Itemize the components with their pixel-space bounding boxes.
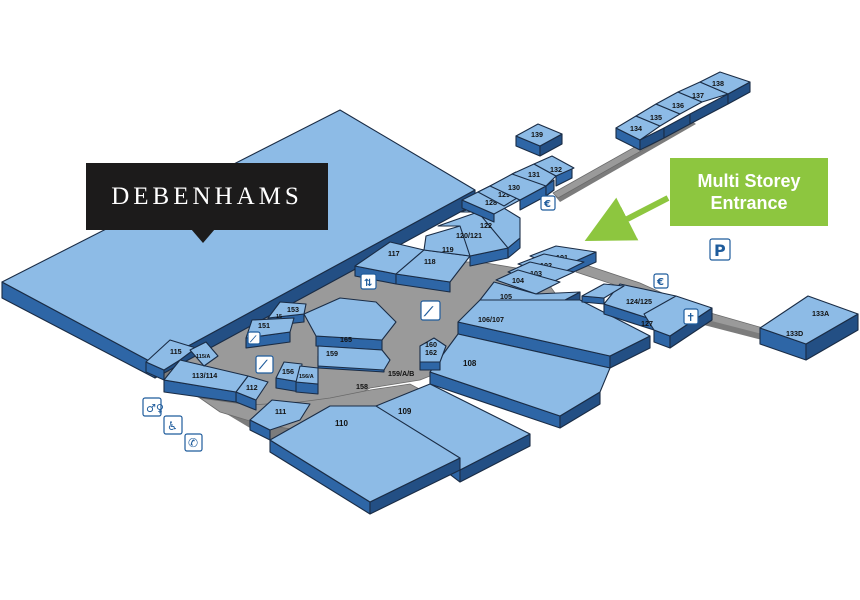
telephone-icon[interactable]: ✆ [184,433,203,452]
unit-108[interactable]: 108 [429,333,611,429]
disabled-access-icon[interactable]: ♿ [163,415,183,435]
svg-text:153: 153 [287,305,299,314]
svg-text:135: 135 [650,113,662,122]
unit-159ab[interactable]: 159/A/B [388,369,414,378]
svg-text:⟋: ⟋ [249,334,257,345]
unit-110[interactable]: 110 [269,405,461,515]
svg-text:151: 151 [258,321,270,330]
svg-text:⟋: ⟋ [258,358,268,372]
svg-text:165: 165 [340,335,352,344]
svg-text:118: 118 [424,257,436,266]
debenhams-store[interactable] [1,109,476,379]
svg-text:133A: 133A [812,309,829,318]
svg-text:120/121: 120/121 [456,231,482,240]
svg-text:117: 117 [388,249,400,258]
svg-text:129: 129 [498,190,510,199]
entrance-line-1: Multi Storey [697,171,801,191]
svg-text:⇅: ⇅ [364,278,372,289]
debenhams-sign: DEBENHAMS [86,163,328,230]
svg-text:133D: 133D [786,329,803,338]
unit-156[interactable]: 156 [275,361,303,393]
svg-text:158: 158 [356,382,368,391]
svg-text:109: 109 [398,407,412,416]
cross-icon[interactable]: ✝ [683,308,699,325]
svg-text:132: 132 [550,165,562,174]
svg-text:131: 131 [528,170,540,179]
svg-text:104: 104 [512,276,524,285]
svg-text:159/A/B: 159/A/B [388,369,414,378]
unit-115[interactable]: 115 [145,339,197,381]
parking-icon[interactable]: P [709,238,731,261]
svg-text:139: 139 [531,130,543,139]
svg-text:160: 160 [425,340,437,349]
svg-text:130: 130 [508,183,520,192]
unit-115a[interactable]: 115/A [189,341,219,367]
svg-text:137: 137 [692,91,704,100]
svg-text:156: 156 [282,367,294,376]
escalator-icon[interactable]: ⟋ [420,300,441,321]
svg-text:128: 128 [485,198,497,207]
svg-text:♂♀: ♂♀ [146,402,164,415]
svg-text:162: 162 [425,348,437,357]
svg-text:112: 112 [246,383,258,392]
svg-text:✝: ✝ [686,311,695,324]
unit-139[interactable]: 139 [515,123,563,157]
svg-text:115: 115 [170,347,182,356]
unit-113-114[interactable]: 113/114 [163,359,249,403]
svg-text:15: 15 [276,314,282,320]
svg-text:138: 138 [712,79,724,88]
unit-162[interactable]: 162 [425,348,437,357]
svg-text:€: € [543,199,551,210]
svg-text:103: 103 [530,269,542,278]
unit-138[interactable]: 138 [699,71,751,105]
unit-159[interactable]: 159 [317,345,391,373]
svg-text:⟋: ⟋ [423,305,434,320]
svg-text:136: 136 [672,101,684,110]
unit-118[interactable]: 118 [395,249,471,293]
small-kiosk [581,283,625,305]
svg-text:108: 108 [463,359,477,368]
unit-104[interactable]: 104 [495,269,561,295]
svg-text:♿: ♿ [167,419,178,433]
escalator-icon[interactable]: ⟋ [255,355,274,374]
unit-111[interactable]: 111 [249,399,311,441]
stairs-icon[interactable]: ⟋ [247,331,261,345]
toilets-icon[interactable]: ♂♀ [142,397,164,417]
debenhams-label: DEBENHAMS [111,182,303,210]
debenhams-sign-pointer [191,229,215,243]
svg-text:105: 105 [500,292,512,301]
svg-text:119: 119 [442,245,454,254]
unit-132[interactable]: 132 [533,155,575,187]
unit-127[interactable]: 127 [641,295,713,349]
svg-text:134: 134 [630,124,642,133]
cash-machine-icon[interactable]: € [653,273,669,289]
entrance-arrow [584,195,670,242]
svg-text:127: 127 [641,319,653,328]
unit-158[interactable]: 158 [356,382,368,391]
svg-text:122: 122 [480,221,492,230]
svg-text:€: € [656,277,664,288]
unit-160[interactable]: 160 [419,337,447,371]
cash-machine-icon[interactable]: € [540,195,556,211]
svg-text:✆: ✆ [188,436,198,450]
unit-133[interactable]: 133A 133D [759,295,859,361]
unit-156a[interactable]: 156/A [295,365,319,395]
svg-text:124/125: 124/125 [626,297,652,306]
svg-text:115/A: 115/A [196,354,210,360]
multi-storey-entrance-callout: Multi Storey Entrance [670,158,828,226]
svg-text:159: 159 [326,349,338,358]
entrance-line-2: Entrance [710,193,788,213]
svg-text:P: P [714,241,726,260]
svg-text:106/107: 106/107 [478,315,504,324]
unit-15[interactable]: 15 [276,314,282,320]
lift-icon[interactable]: ⇅ [360,273,377,290]
svg-text:111: 111 [275,407,286,416]
unit-130[interactable]: 130 [489,171,547,211]
svg-text:110: 110 [335,419,348,428]
svg-text:156/A: 156/A [299,374,314,380]
unit-128[interactable]: 128 [461,185,521,223]
svg-text:113/114: 113/114 [192,371,217,380]
